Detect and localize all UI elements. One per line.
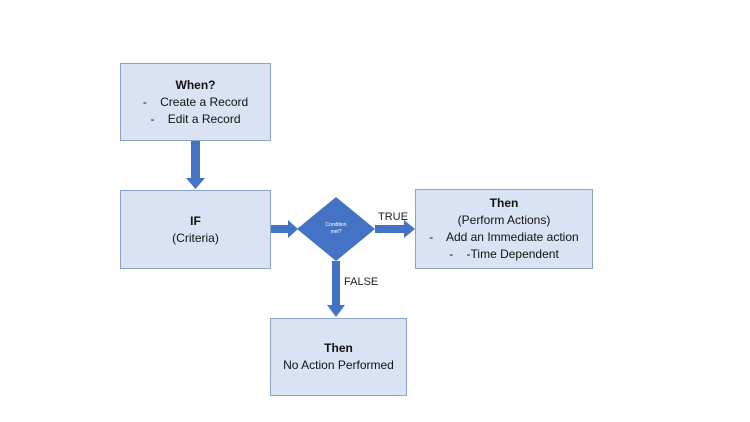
arrow-when-to-if <box>186 141 205 189</box>
if-title: IF <box>190 213 201 228</box>
true-label: TRUE <box>378 211 408 223</box>
arrow-true <box>375 220 415 238</box>
then-item-immediate: - Add an Immediate action <box>429 230 579 244</box>
arrow-false <box>327 261 345 317</box>
when-item-edit: - Edit a Record <box>150 111 241 126</box>
decision-diamond <box>297 197 375 261</box>
when-item-create: - Create a Record <box>142 94 249 109</box>
then-actions-box: Then (Perform Actions) - Add an Immediat… <box>415 189 593 269</box>
arrow-if-to-decision <box>270 220 298 238</box>
when-box: When? - Create a Record - Edit a Record <box>120 63 271 141</box>
no-action-subtitle: No Action Performed <box>283 358 394 372</box>
if-box: IF (Criteria) <box>120 190 271 269</box>
when-title: When? <box>175 77 216 92</box>
decision-line2: met? <box>330 229 342 235</box>
then-actions-subtitle: (Perform Actions) <box>457 213 551 227</box>
if-subtitle: (Criteria) <box>172 230 219 245</box>
no-action-box: Then No Action Performed <box>270 318 407 396</box>
then-actions-title: Then <box>489 196 519 210</box>
false-label: FALSE <box>344 276 379 288</box>
decision-label: Condition met? <box>306 222 366 236</box>
then-item-time-dependent: - -Time Dependent <box>449 247 559 261</box>
decision-line1: Condition <box>325 222 347 228</box>
no-action-title: Then <box>324 341 353 355</box>
